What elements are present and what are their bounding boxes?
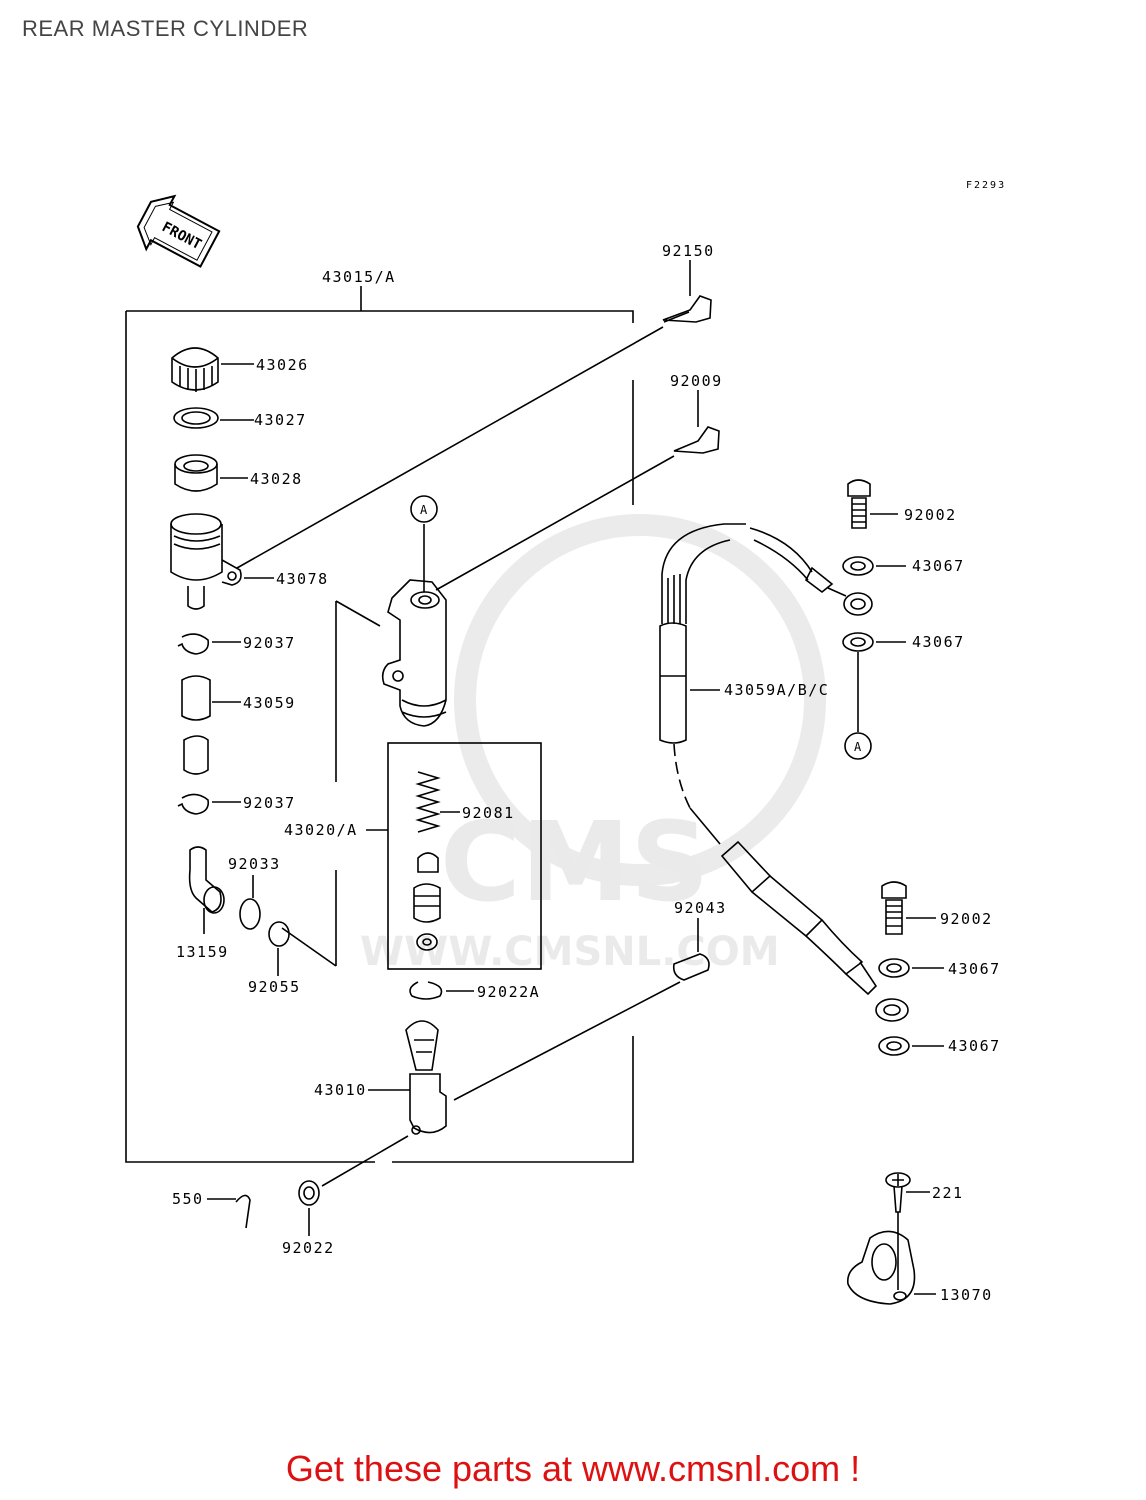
diagram-code: F2293 bbox=[966, 180, 1007, 191]
label-92055: 92055 bbox=[248, 978, 301, 996]
label-13159: 13159 bbox=[176, 943, 229, 961]
label-92002-upper: 92002 bbox=[904, 506, 957, 524]
shop-link[interactable]: Get these parts at www.cmsnl.com ! bbox=[285, 1448, 861, 1489]
label-92002-lower: 92002 bbox=[940, 910, 993, 928]
label-43020: 43020/A bbox=[284, 821, 358, 839]
label-43015: 43015/A bbox=[322, 268, 396, 286]
label-92022: 92022 bbox=[282, 1239, 335, 1257]
label-92081: 92081 bbox=[462, 804, 515, 822]
label-550: 550 bbox=[172, 1190, 204, 1208]
label-43027: 43027 bbox=[254, 411, 307, 429]
label-92033: 92033 bbox=[228, 855, 281, 873]
page-title: REAR MASTER CYLINDER bbox=[22, 16, 309, 41]
label-43067-4: 43067 bbox=[948, 1037, 1001, 1055]
label-92009: 92009 bbox=[670, 372, 723, 390]
label-13070: 13070 bbox=[940, 1286, 993, 1304]
label-43067-1: 43067 bbox=[912, 557, 965, 575]
label-43026: 43026 bbox=[256, 356, 309, 374]
label-43067-3: 43067 bbox=[948, 960, 1001, 978]
watermark-logo: CMS bbox=[440, 798, 709, 926]
watermark-site: WWW.CMSNL.COM bbox=[360, 929, 780, 975]
label-92150: 92150 bbox=[662, 242, 715, 260]
ref-a-upper: A bbox=[420, 503, 428, 517]
label-92022a: 92022A bbox=[477, 983, 540, 1001]
label-221: 221 bbox=[932, 1184, 964, 1202]
front-arrow-icon: FRONT bbox=[136, 194, 221, 268]
label-43059: 43059 bbox=[243, 694, 296, 712]
label-43028: 43028 bbox=[250, 470, 303, 488]
label-43059abc: 43059A/B/C bbox=[724, 681, 829, 699]
label-92037-upper: 92037 bbox=[243, 634, 296, 652]
label-92043: 92043 bbox=[674, 899, 727, 917]
label-43078: 43078 bbox=[276, 570, 329, 588]
ref-a-lower: A bbox=[854, 740, 862, 754]
label-43010: 43010 bbox=[314, 1081, 367, 1099]
label-43067-2: 43067 bbox=[912, 633, 965, 651]
watermark: CMS WWW.CMSNL.COM bbox=[360, 514, 826, 975]
label-92037-lower: 92037 bbox=[243, 794, 296, 812]
